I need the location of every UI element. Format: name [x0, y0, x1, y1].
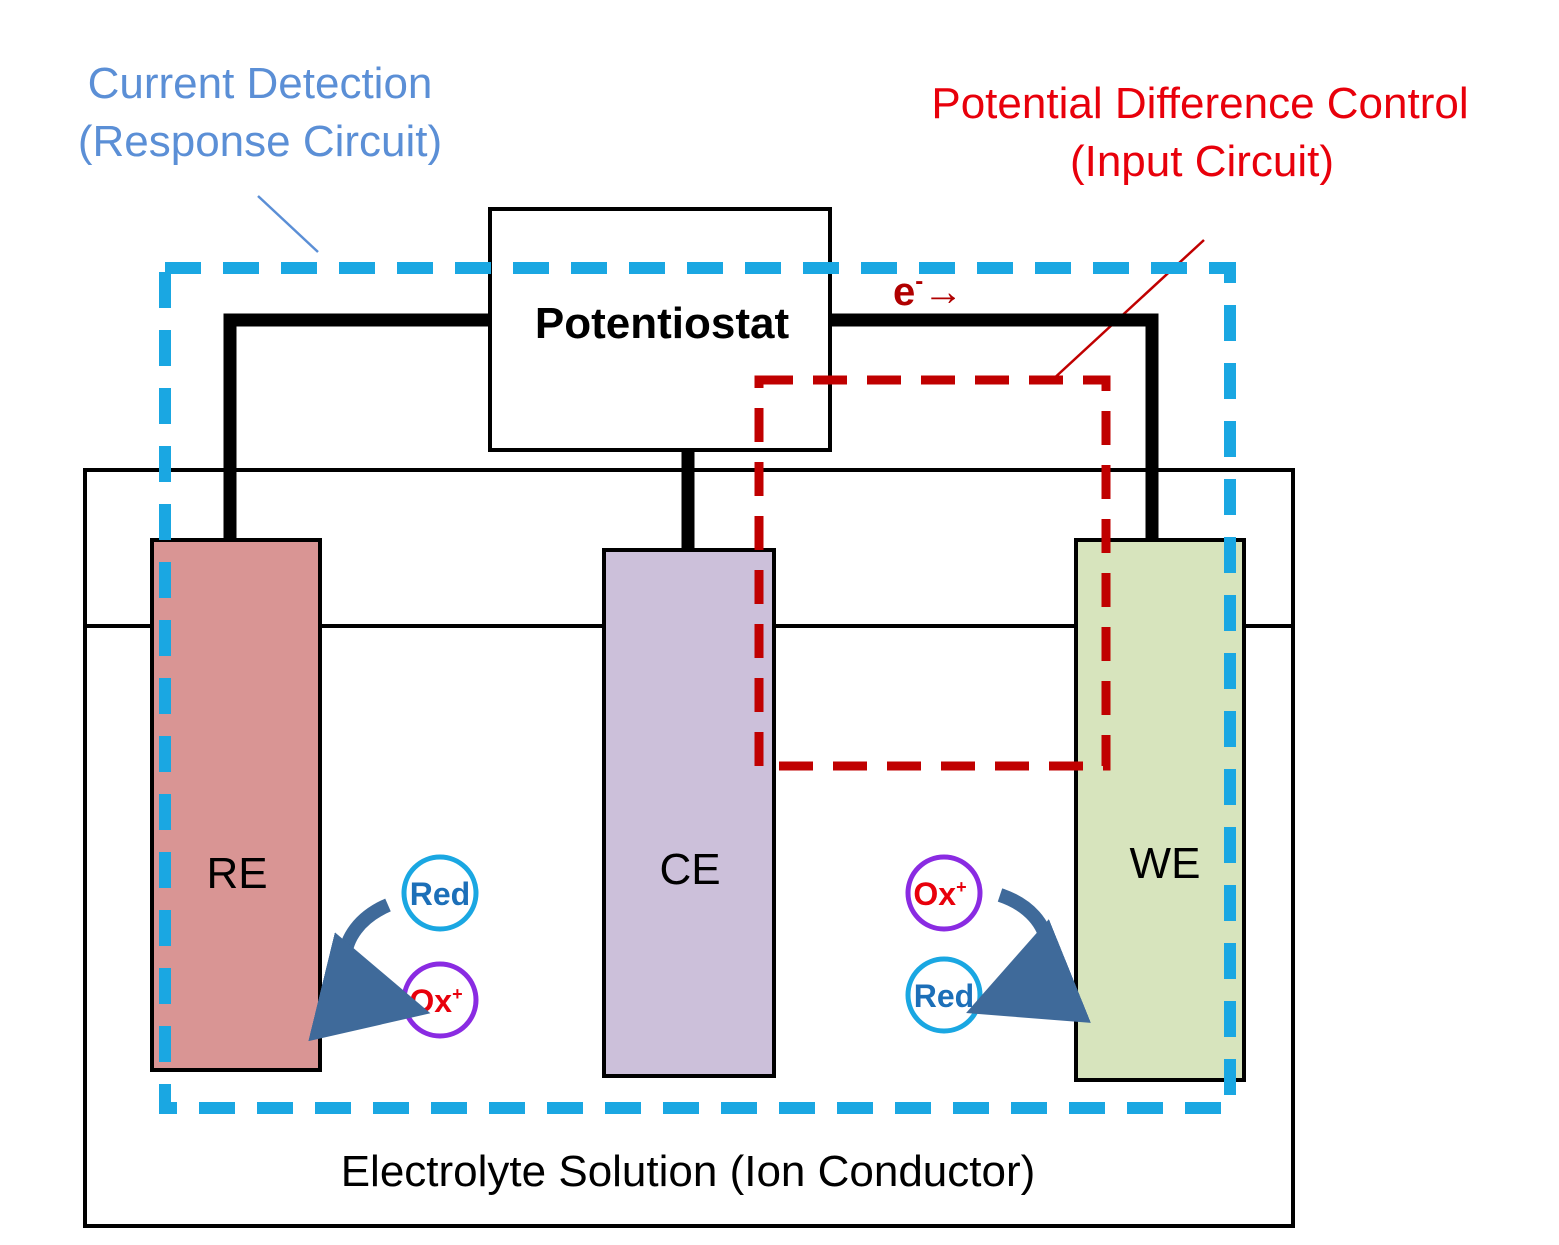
re-reaction-arrow: [308, 898, 431, 1042]
potentiostat-box: [488, 207, 832, 452]
ce-label: CE: [659, 845, 720, 894]
we-wire: [830, 313, 1159, 540]
svg-text:Ox+: Ox+: [913, 876, 966, 912]
working-electrode: [1074, 538, 1246, 1082]
re-red-species: Red: [401, 854, 479, 932]
electron-flow-label: e-→: [893, 268, 963, 314]
input-circuit-subtitle: (Input Circuit): [1070, 137, 1334, 186]
we-reaction-arrow: [966, 888, 1091, 1023]
we-ox-species: Ox+: [905, 854, 983, 932]
potential-control-leader-line: [1049, 239, 1205, 383]
re-label: RE: [206, 849, 267, 898]
we-label: WE: [1130, 839, 1201, 888]
response-circuit-subtitle: (Response Circuit): [78, 117, 442, 166]
re-ox-species: Ox+: [401, 961, 479, 1039]
counter-electrode: [602, 548, 776, 1078]
electrolyte-label: Electrolyte Solution (Ion Conductor): [341, 1147, 1036, 1196]
current-detection-leader-line: [257, 195, 319, 253]
potential-difference-title: Potential Difference Control: [931, 79, 1468, 128]
we-red-species: Red: [905, 956, 983, 1034]
svg-text:Red: Red: [410, 876, 470, 912]
reference-electrode: [150, 538, 322, 1072]
input-circuit-loop: [754, 375, 1111, 771]
svg-text:Red: Red: [914, 978, 974, 1014]
potentiostat-label: Potentiostat: [535, 299, 790, 348]
re-wire: [223, 313, 490, 540]
response-circuit-loop: [159, 262, 1236, 1114]
current-detection-title: Current Detection: [88, 59, 433, 108]
